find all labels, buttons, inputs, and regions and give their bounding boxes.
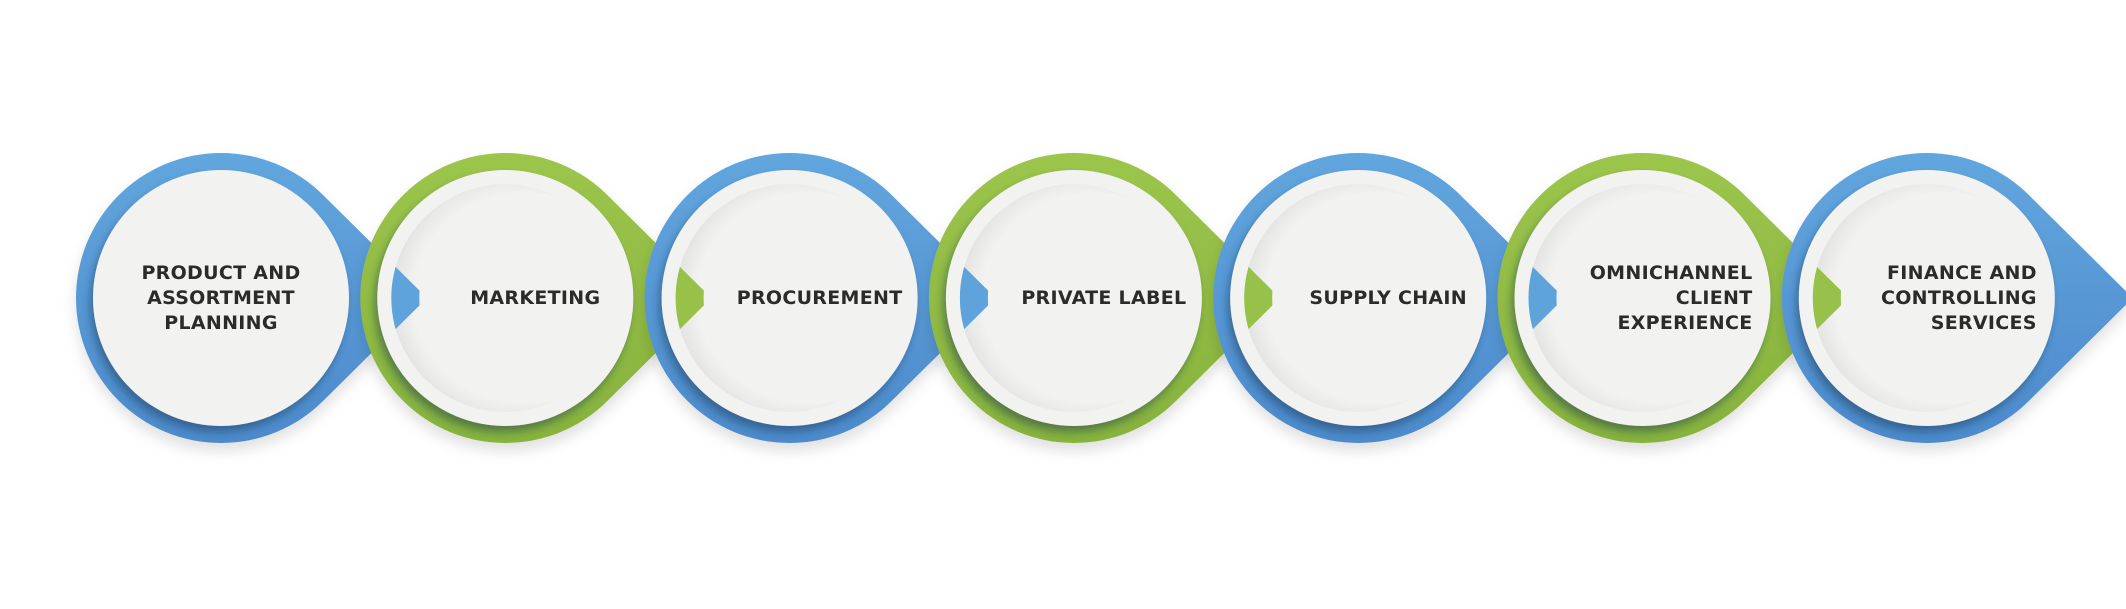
step-6-shape <box>1497 152 1849 443</box>
step-label-line: SERVICES <box>1930 311 2037 334</box>
step-label-line: MARKETING <box>470 286 601 309</box>
step-3-label: PROCUREMENT <box>710 238 930 358</box>
step-label-line: PRIVATE LABEL <box>1021 286 1187 309</box>
step-4-shape <box>928 152 1280 443</box>
step-label-line: FINANCE AND <box>1887 261 2037 284</box>
step-label-line: PROCUREMENT <box>736 286 903 309</box>
step-5-label: SUPPLY CHAIN <box>1278 238 1498 358</box>
step-label-line: PLANNING <box>164 311 278 334</box>
step-7-shape <box>1781 153 2126 443</box>
step-label-line: PRODUCT AND <box>141 261 301 284</box>
step-label-line: EXPERIENCE <box>1617 311 1753 334</box>
step-label-line: SUPPLY CHAIN <box>1309 286 1467 309</box>
step-2-label: MARKETING <box>425 238 645 358</box>
step-5-shape <box>1213 152 1565 443</box>
step-label-line: CONTROLLING <box>1880 286 2037 309</box>
step-label-line: ASSORTMENT <box>147 286 295 309</box>
step-1-shape <box>76 152 428 443</box>
step-label-line: OMNICHANNEL <box>1589 261 1753 284</box>
step-inner-circle <box>93 170 349 426</box>
step-label-line: CLIENT <box>1675 286 1753 309</box>
step-2-shape <box>360 152 712 443</box>
step-3-shape <box>644 152 996 443</box>
step-4-label: PRIVATE LABEL <box>994 238 1214 358</box>
